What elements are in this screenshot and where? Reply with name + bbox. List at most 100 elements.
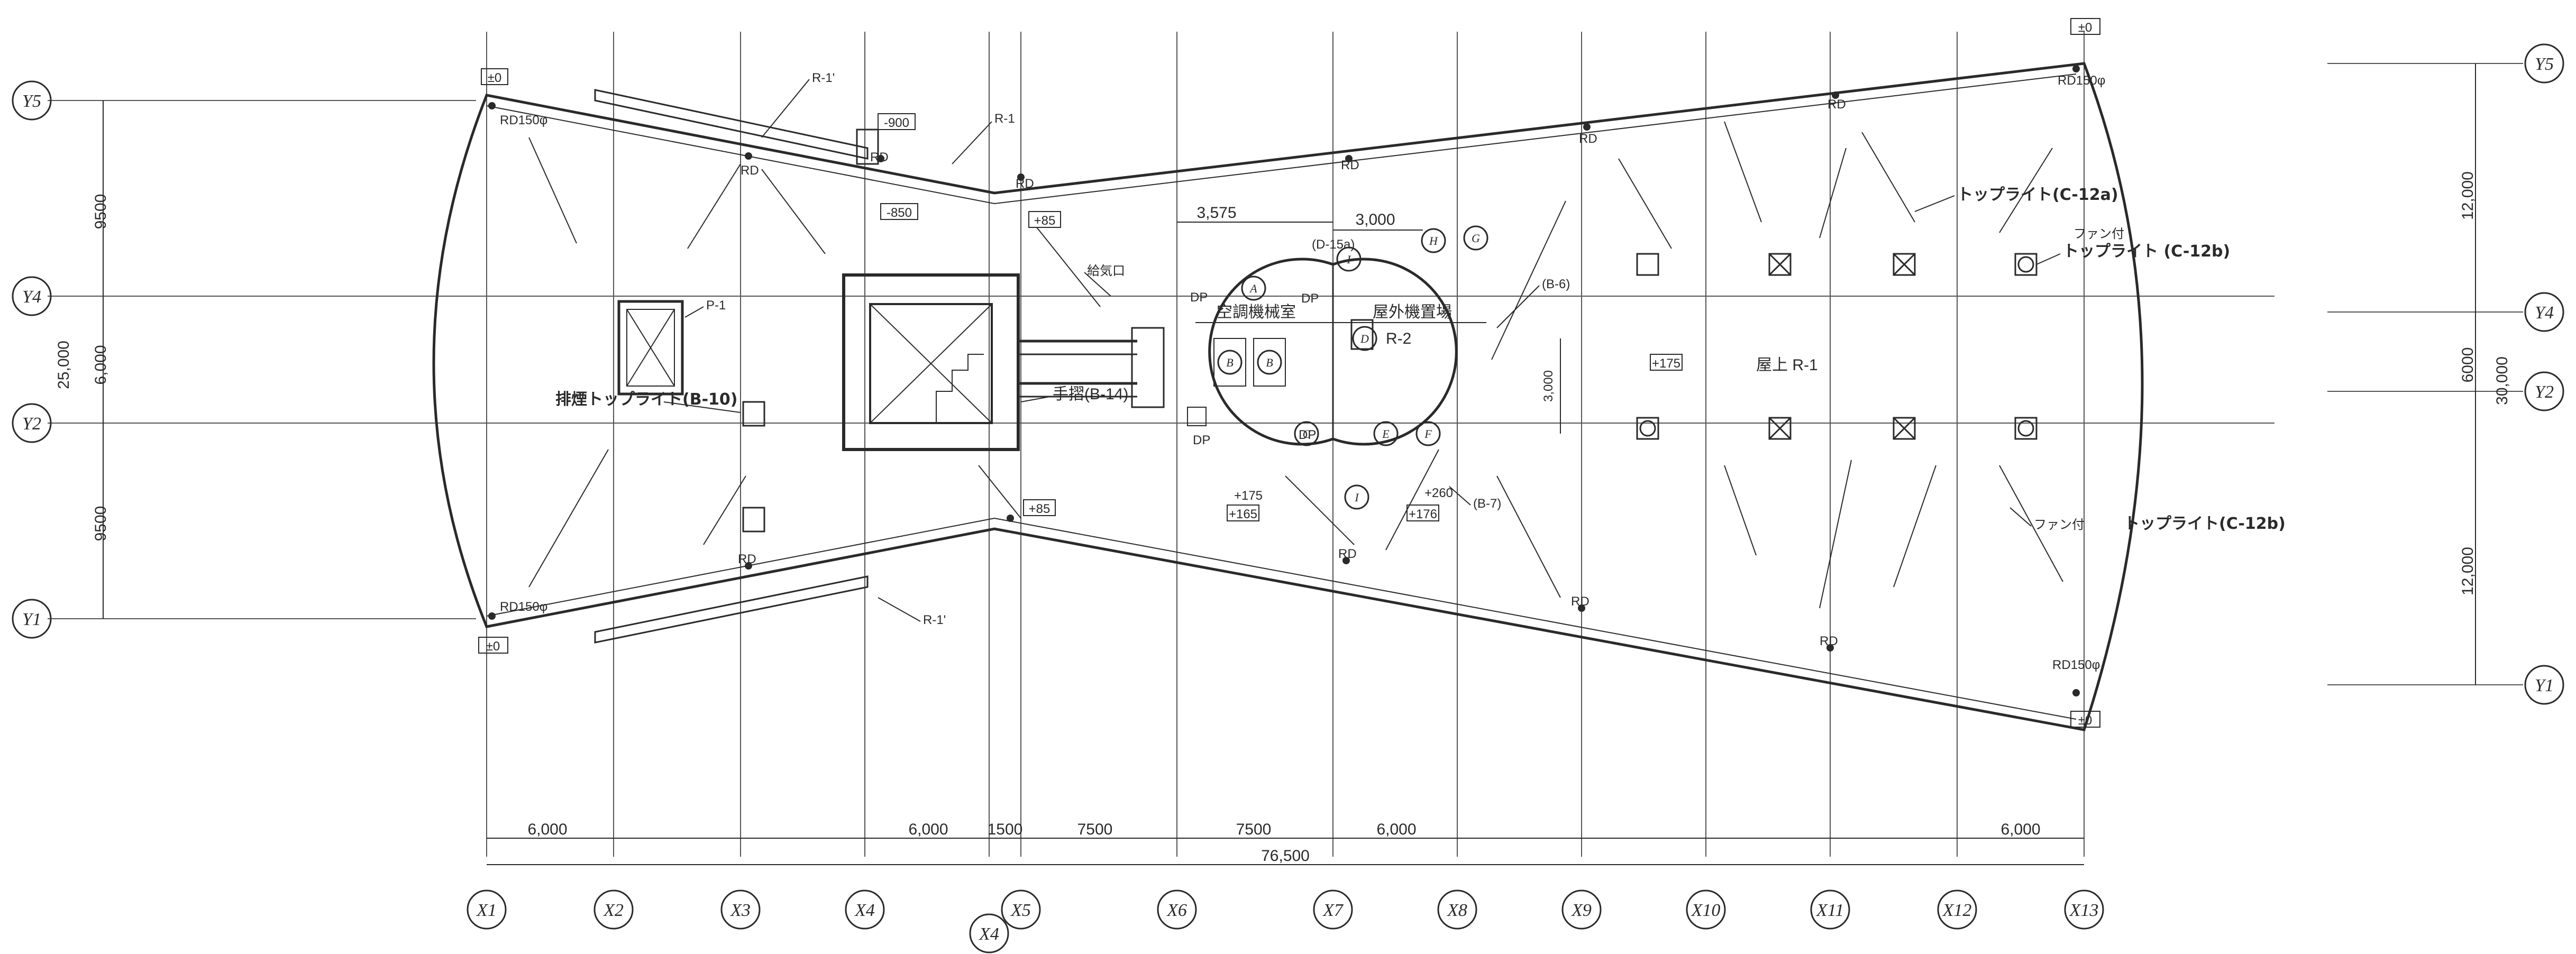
axis-y4-right: Y4 (2535, 303, 2554, 323)
circle-a: A (1249, 282, 1257, 295)
circle-b: B (1266, 356, 1273, 369)
label-r2: R-2 (1386, 330, 1411, 347)
dimension-lines (103, 18, 2476, 865)
label-fan-bottom: ファン付 (2034, 518, 2085, 532)
level-plus260: +260 (1424, 486, 1453, 500)
circle-g: G (1472, 232, 1480, 245)
rd-label: RD (870, 150, 889, 164)
circle-d: D (1360, 332, 1369, 345)
roof-drain-labels: RD150φ RD RD RD RD RD RD RD150φ RD150φ R… (500, 74, 2105, 672)
circle-i: I (1354, 491, 1359, 504)
circle-c: C (1303, 427, 1311, 441)
axis-x7: X7 (1322, 901, 1344, 920)
label-r1-prime-top: R-1' (812, 71, 835, 85)
axis-x9: X9 (1570, 901, 1592, 920)
rd-label: RD (738, 552, 756, 566)
level-plus85-top: +85 (1034, 214, 1056, 228)
label-r1-prime-bottom: R-1' (923, 613, 946, 627)
circle-h: H (1429, 234, 1438, 247)
level-plus176: +176 (1409, 507, 1437, 521)
level-pm0-topright: ±0 (2078, 21, 2093, 35)
label-dp: DP (1299, 428, 1316, 442)
label-dp: DP (1190, 290, 1208, 305)
label-kyuki: 給気口 (1087, 264, 1125, 278)
grid-bubbles (12, 43, 2564, 953)
label-ac-room: 空調機械室 (1217, 304, 1296, 321)
annotations: R-1' R-1' R-1 P-1 (D-15a) 給気口 空調機械室 屋外機置… (555, 71, 2286, 627)
axis-y5-left: Y5 (22, 91, 41, 111)
rd-label: RD150φ (2058, 74, 2105, 88)
dim-3000-top: 3,000 (1355, 211, 1395, 228)
dim-left-total: 25,000 (55, 341, 72, 389)
dim-3000-side: 3,000 (1541, 370, 1556, 402)
dim-left-3: 9500 (92, 506, 109, 542)
level-pm0-bottomleft: ±0 (486, 639, 500, 654)
rd-label: RD (1828, 97, 1846, 112)
slope-arrows (528, 121, 2063, 609)
axis-y2-right: Y2 (2535, 382, 2554, 402)
grid-lines-x (486, 32, 2085, 857)
toplights (742, 253, 2038, 533)
axis-x1: X1 (476, 901, 497, 920)
dim-bottom-1: 6,000 (527, 821, 567, 838)
roof-outline (432, 62, 2144, 731)
dim-bottom-6: 6,000 (1376, 821, 1416, 838)
rd-label: RD150φ (500, 600, 547, 614)
grid-lines-y (48, 63, 2523, 685)
axis-y2-left: Y2 (22, 414, 41, 434)
label-outdoor-unit: 屋外機置場 (1373, 304, 1452, 321)
dim-bottom-5: 7500 (1236, 821, 1272, 838)
label-dp: DP (1193, 433, 1210, 447)
label-rooftop-r1: 屋上 R-1 (1756, 356, 1818, 374)
rd-label: RD150φ (2052, 658, 2100, 672)
rd-label: RD (1571, 594, 1590, 609)
label-b7: (B-7) (1473, 497, 1501, 511)
axis-x2: X2 (602, 901, 624, 920)
label-toplight-c12b-bottom: トップライト(C-12b) (2124, 515, 2286, 533)
axis-x3: X3 (729, 901, 751, 920)
stair-core (842, 273, 1165, 451)
level-plus175: +175 (1234, 489, 1263, 503)
axis-y4-left: Y4 (22, 287, 41, 307)
axis-y1-left: Y1 (22, 610, 41, 629)
dimension-texts: 6,000 6,000 1500 7500 7500 6,000 6,000 7… (55, 171, 2511, 865)
axis-x4: X4 (854, 901, 875, 920)
dim-right-2: 6000 (2459, 347, 2477, 383)
rd-label: RD (1820, 634, 1838, 648)
label-b6: (B-6) (1542, 277, 1570, 291)
dim-3575: 3,575 (1196, 204, 1236, 222)
axis-x10: X10 (1691, 901, 1721, 920)
dim-bottom-3: 1500 (988, 821, 1023, 838)
rd-label: RD (1579, 132, 1597, 146)
label-dp: DP (1301, 291, 1319, 306)
dim-left-2: 6,000 (92, 345, 109, 384)
level-pm0-bottomright: ±0 (2078, 713, 2093, 728)
level-plus85-bottom: +85 (1029, 502, 1051, 516)
p1-skylight (617, 300, 684, 396)
level-minus900: -900 (884, 116, 909, 130)
machine-rooms (1187, 258, 1486, 446)
level-marks: ±0 ±0 ±0 ±0 -900 -850 +85 +85 +175 +165 … (486, 21, 2093, 728)
dim-right-3: 12,000 (2459, 547, 2477, 595)
circle-i: I (1346, 253, 1351, 266)
label-d15a: (D-15a) (1312, 237, 1355, 252)
label-smoke-toplight: 排煙トップライト(B-10) (555, 390, 738, 409)
rd-label: RD150φ (500, 113, 547, 127)
circle-e: E (1382, 427, 1390, 441)
dim-right-total: 30,000 (2493, 356, 2511, 405)
level-minus850: -850 (887, 206, 912, 220)
axis-x12: X12 (1942, 901, 1972, 920)
level-plus175-right: +175 (1652, 356, 1680, 371)
label-p1: P-1 (706, 298, 726, 313)
axis-x4b: X4 (978, 924, 999, 944)
circle-f: F (1424, 427, 1432, 441)
label-toplight-c12b-top: トップライト (C-12b) (2063, 242, 2230, 261)
circle-b: B (1226, 356, 1233, 369)
dim-right-1: 12,000 (2459, 171, 2477, 220)
axis-y5-right: Y5 (2535, 54, 2554, 74)
axis-labels: X1 X2 X3 X4 X4 X5 X6 X7 X8 X9 X10 X11 X1… (22, 54, 2554, 944)
roof-drains (488, 65, 2080, 696)
dim-bottom-total: 76,500 (1261, 847, 1310, 865)
label-handrail: 手摺(B-14) (1053, 386, 1128, 403)
